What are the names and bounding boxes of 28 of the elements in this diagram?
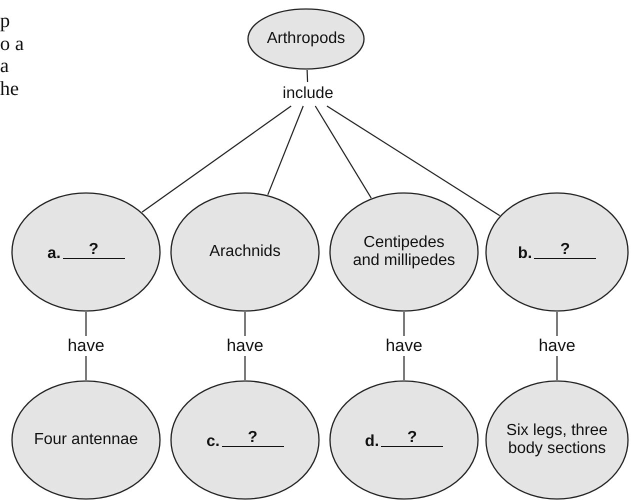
- fill-in-blank: b. ?: [518, 241, 596, 263]
- text-fragment: o a: [0, 33, 24, 56]
- concept-text: Four antennae: [34, 431, 138, 449]
- concept-oval: [485, 380, 629, 500]
- connector-line: [326, 106, 500, 216]
- concept-text: Centipedes and millipedes: [352, 234, 456, 270]
- concept-oval: [247, 8, 365, 70]
- fill-in-blank: a. ?: [47, 241, 125, 263]
- connector-line: [142, 106, 292, 213]
- concept-oval: [11, 192, 161, 312]
- concept-oval: [485, 192, 629, 312]
- concept-text: Six legs, three body sections: [505, 422, 609, 458]
- concept-oval: [170, 192, 320, 312]
- fill-in-blank: c. ?: [206, 429, 284, 451]
- text-fragment: p: [0, 10, 10, 33]
- connector-line: [314, 106, 372, 198]
- concept-oval: [329, 380, 479, 500]
- concept-text: Arachnids: [209, 243, 281, 261]
- concept-oval: [170, 380, 320, 500]
- linking-text: include: [282, 85, 334, 103]
- concept-oval: [329, 192, 479, 312]
- text-fragment: a: [0, 55, 9, 78]
- concept-oval: [11, 380, 161, 500]
- text-fragment: he: [0, 78, 19, 101]
- fill-in-blank: d. ?: [364, 429, 444, 451]
- connector-line: [306, 70, 308, 82]
- concept-text: Arthropods: [266, 30, 346, 48]
- connector-line: [267, 106, 304, 196]
